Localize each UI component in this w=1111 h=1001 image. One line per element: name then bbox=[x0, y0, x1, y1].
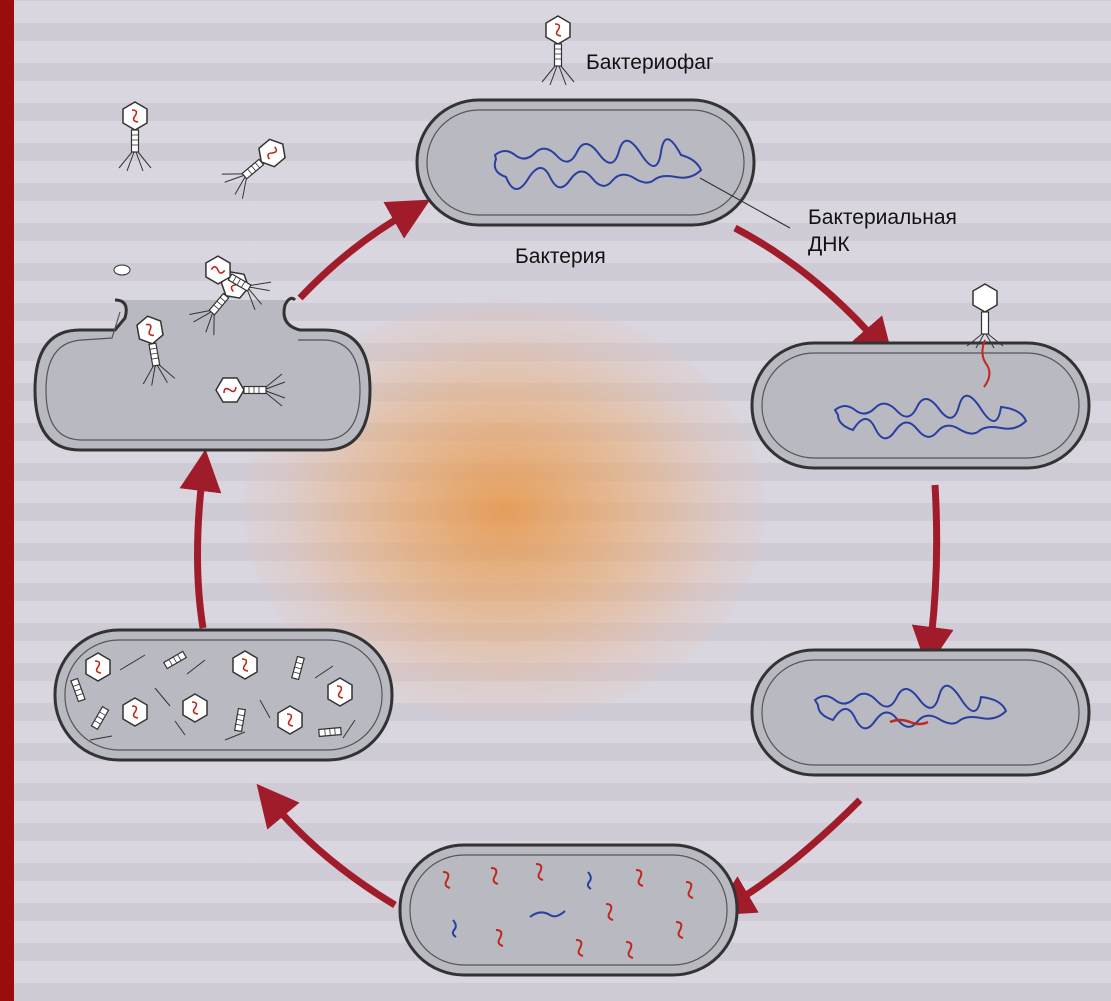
bacterium-cell-integration bbox=[752, 650, 1089, 775]
label-bacteriophage: Бактериофаг bbox=[586, 50, 714, 75]
arrow-bottom-right bbox=[730, 800, 860, 905]
label-bacterial-dna-line1: Бактериальная bbox=[808, 205, 957, 230]
bacterium-cell-assembly bbox=[55, 630, 392, 760]
bacterium-cell-replication bbox=[400, 845, 737, 975]
bacterium-cell-top bbox=[417, 100, 790, 228]
cycle-arrows bbox=[198, 210, 937, 905]
arrow-top-left bbox=[300, 210, 412, 298]
arrow-left bbox=[198, 470, 204, 628]
arrow-bottom-left bbox=[270, 800, 395, 905]
bacterium-cell-infection bbox=[752, 284, 1089, 468]
label-bacterium: Бактерия bbox=[515, 244, 606, 269]
label-bacterial-dna-line2: ДНК bbox=[808, 232, 850, 257]
arrow-right bbox=[930, 485, 937, 648]
released-phages bbox=[119, 102, 293, 201]
bacteriophage-top bbox=[542, 16, 574, 85]
